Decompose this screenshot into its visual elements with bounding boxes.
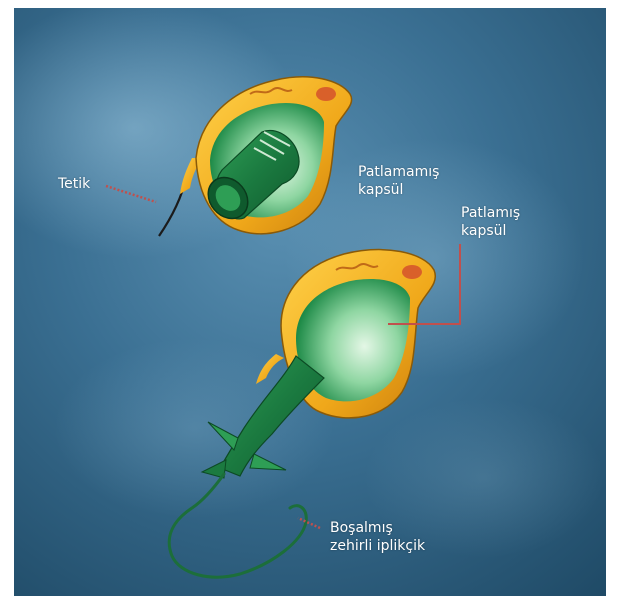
discharged-thread-label-line2: zehirli iplikçik (330, 537, 425, 555)
fired-capsule-label-line1: Patlamış (461, 204, 520, 222)
unfired-capsule-label: Patlamamış kapsül (358, 163, 439, 199)
trigger-label: Tetik (58, 175, 90, 193)
unfired-capsule-label-line1: Patlamamış (358, 163, 439, 181)
discharged-thread-label-line1: Boşalmış (330, 519, 425, 537)
fired-capsule-label-line2: kapsül (461, 222, 520, 240)
nucleus (316, 87, 336, 101)
trigger-label-text: Tetik (58, 175, 90, 193)
illustration-canvas (14, 8, 606, 596)
fired-capsule-label: Patlamış kapsül (461, 204, 520, 240)
cnidocyte-illustration: Tetik Patlamamış kapsül Patlamış kapsül … (14, 8, 606, 596)
discharged-thread-label: Boşalmış zehirli iplikçik (330, 519, 425, 555)
unfired-capsule-label-line2: kapsül (358, 181, 439, 199)
nucleus (402, 265, 422, 279)
